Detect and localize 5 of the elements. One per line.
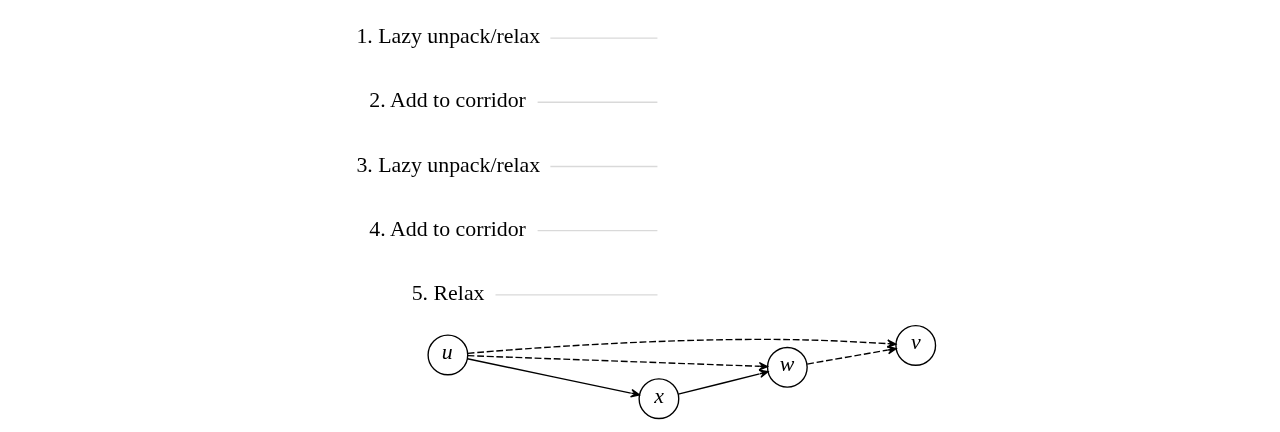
node-text: 4. Add to corridor bbox=[368, 216, 526, 241]
node-text: 2. Add to corridor bbox=[368, 88, 526, 113]
node-text: 1. Lazy unpack/relax bbox=[355, 24, 540, 49]
node-text: 5. Relax bbox=[411, 281, 485, 306]
node-text: 3. Lazy unpack/relax bbox=[355, 152, 540, 177]
